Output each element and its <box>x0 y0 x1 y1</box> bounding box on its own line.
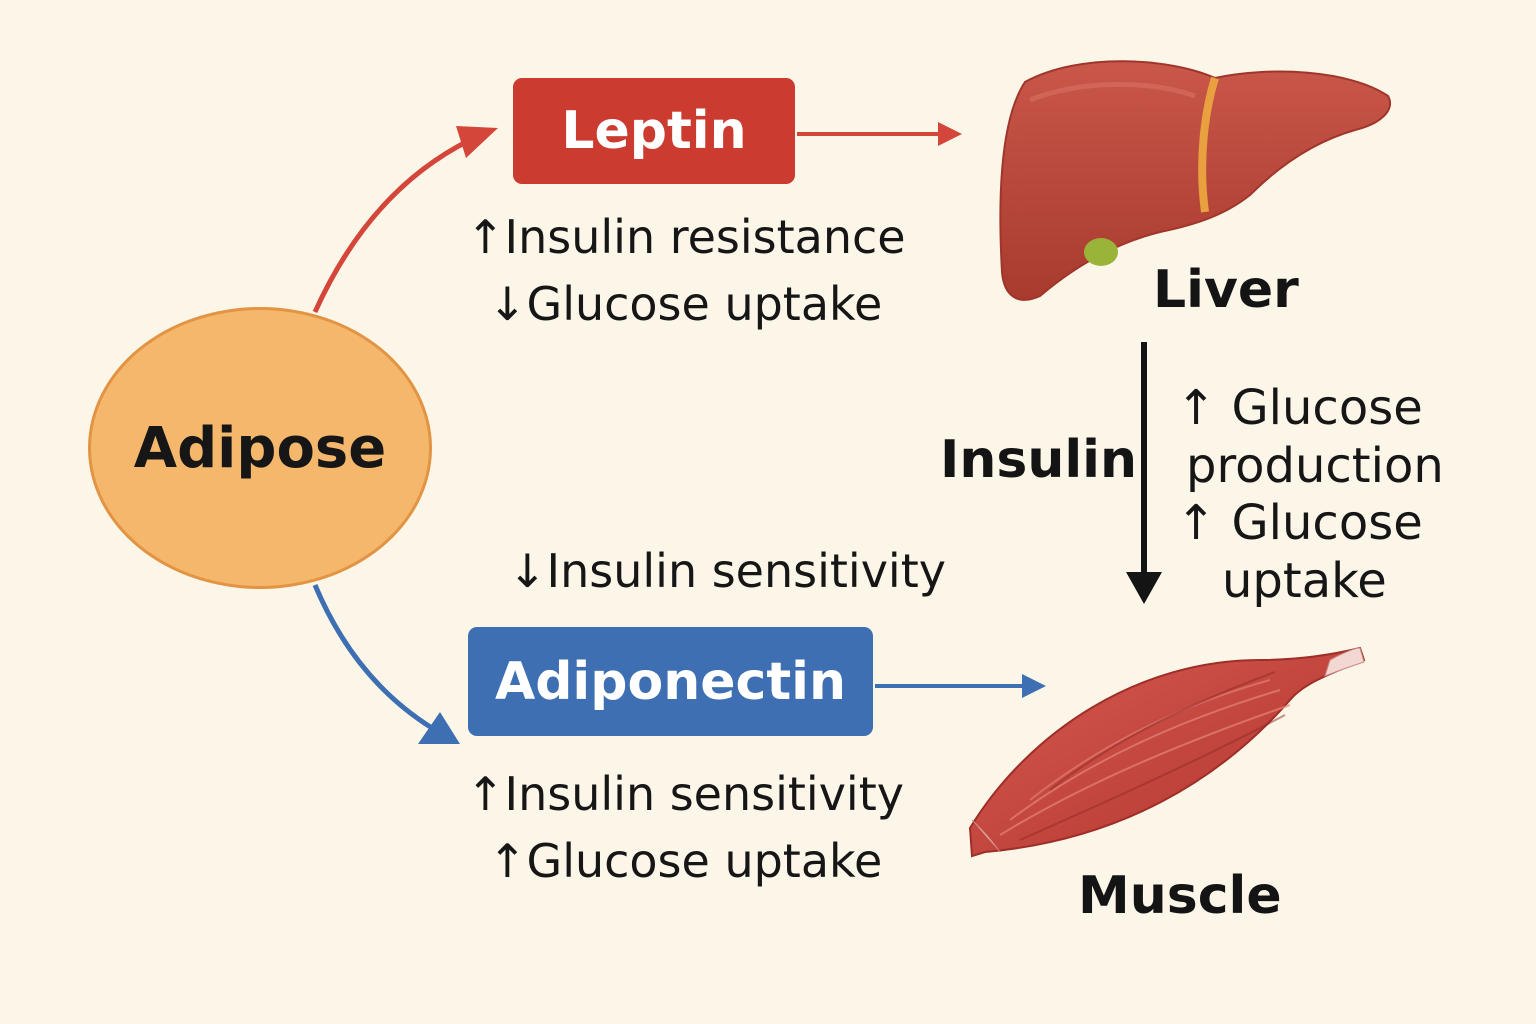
insulin-effect-uptake: uptake <box>1222 552 1387 609</box>
liver-label: Liver <box>1153 260 1299 320</box>
insulin-effects-list: ↑ Glucose production ↑ Glucose uptake <box>1176 380 1444 610</box>
leptin-label: Leptin <box>561 101 747 161</box>
adiponectin-box: Adiponectin <box>468 627 873 736</box>
arrow-adipose-to-adiponectin <box>312 584 460 744</box>
arrow-leptin-to-liver <box>797 122 962 146</box>
adiponectin-label: Adiponectin <box>494 651 847 712</box>
insulin-label: Insulin <box>940 430 1138 490</box>
arrow-adiponectin-to-muscle <box>875 674 1046 698</box>
arrow-insulin-liver-to-muscle <box>1126 342 1162 604</box>
muscle-label: Muscle <box>1078 866 1282 926</box>
adiponectin-pre-effect-insulin-sensitivity: ↓Insulin sensitivity <box>508 544 946 598</box>
leptin-effect-insulin-resistance: ↑Insulin resistance <box>466 210 906 264</box>
adipose-label: Adipose <box>133 415 387 481</box>
liver-icon <box>999 60 1391 301</box>
leptin-box: Leptin <box>513 78 795 184</box>
adiponectin-effect-insulin-sensitivity: ↑Insulin sensitivity <box>466 767 904 821</box>
insulin-effect-glucose-2: ↑ Glucose <box>1176 495 1423 552</box>
adipose-node: Adipose <box>88 307 432 589</box>
leptin-effect-glucose-uptake: ↓Glucose uptake <box>488 277 883 331</box>
adiponectin-effect-glucose-uptake: ↑Glucose uptake <box>488 834 883 888</box>
insulin-effect-production: production <box>1186 437 1444 494</box>
muscle-icon <box>968 646 1366 858</box>
insulin-effect-glucose-1: ↑ Glucose <box>1176 380 1423 436</box>
arrow-adipose-to-leptin <box>312 126 498 314</box>
